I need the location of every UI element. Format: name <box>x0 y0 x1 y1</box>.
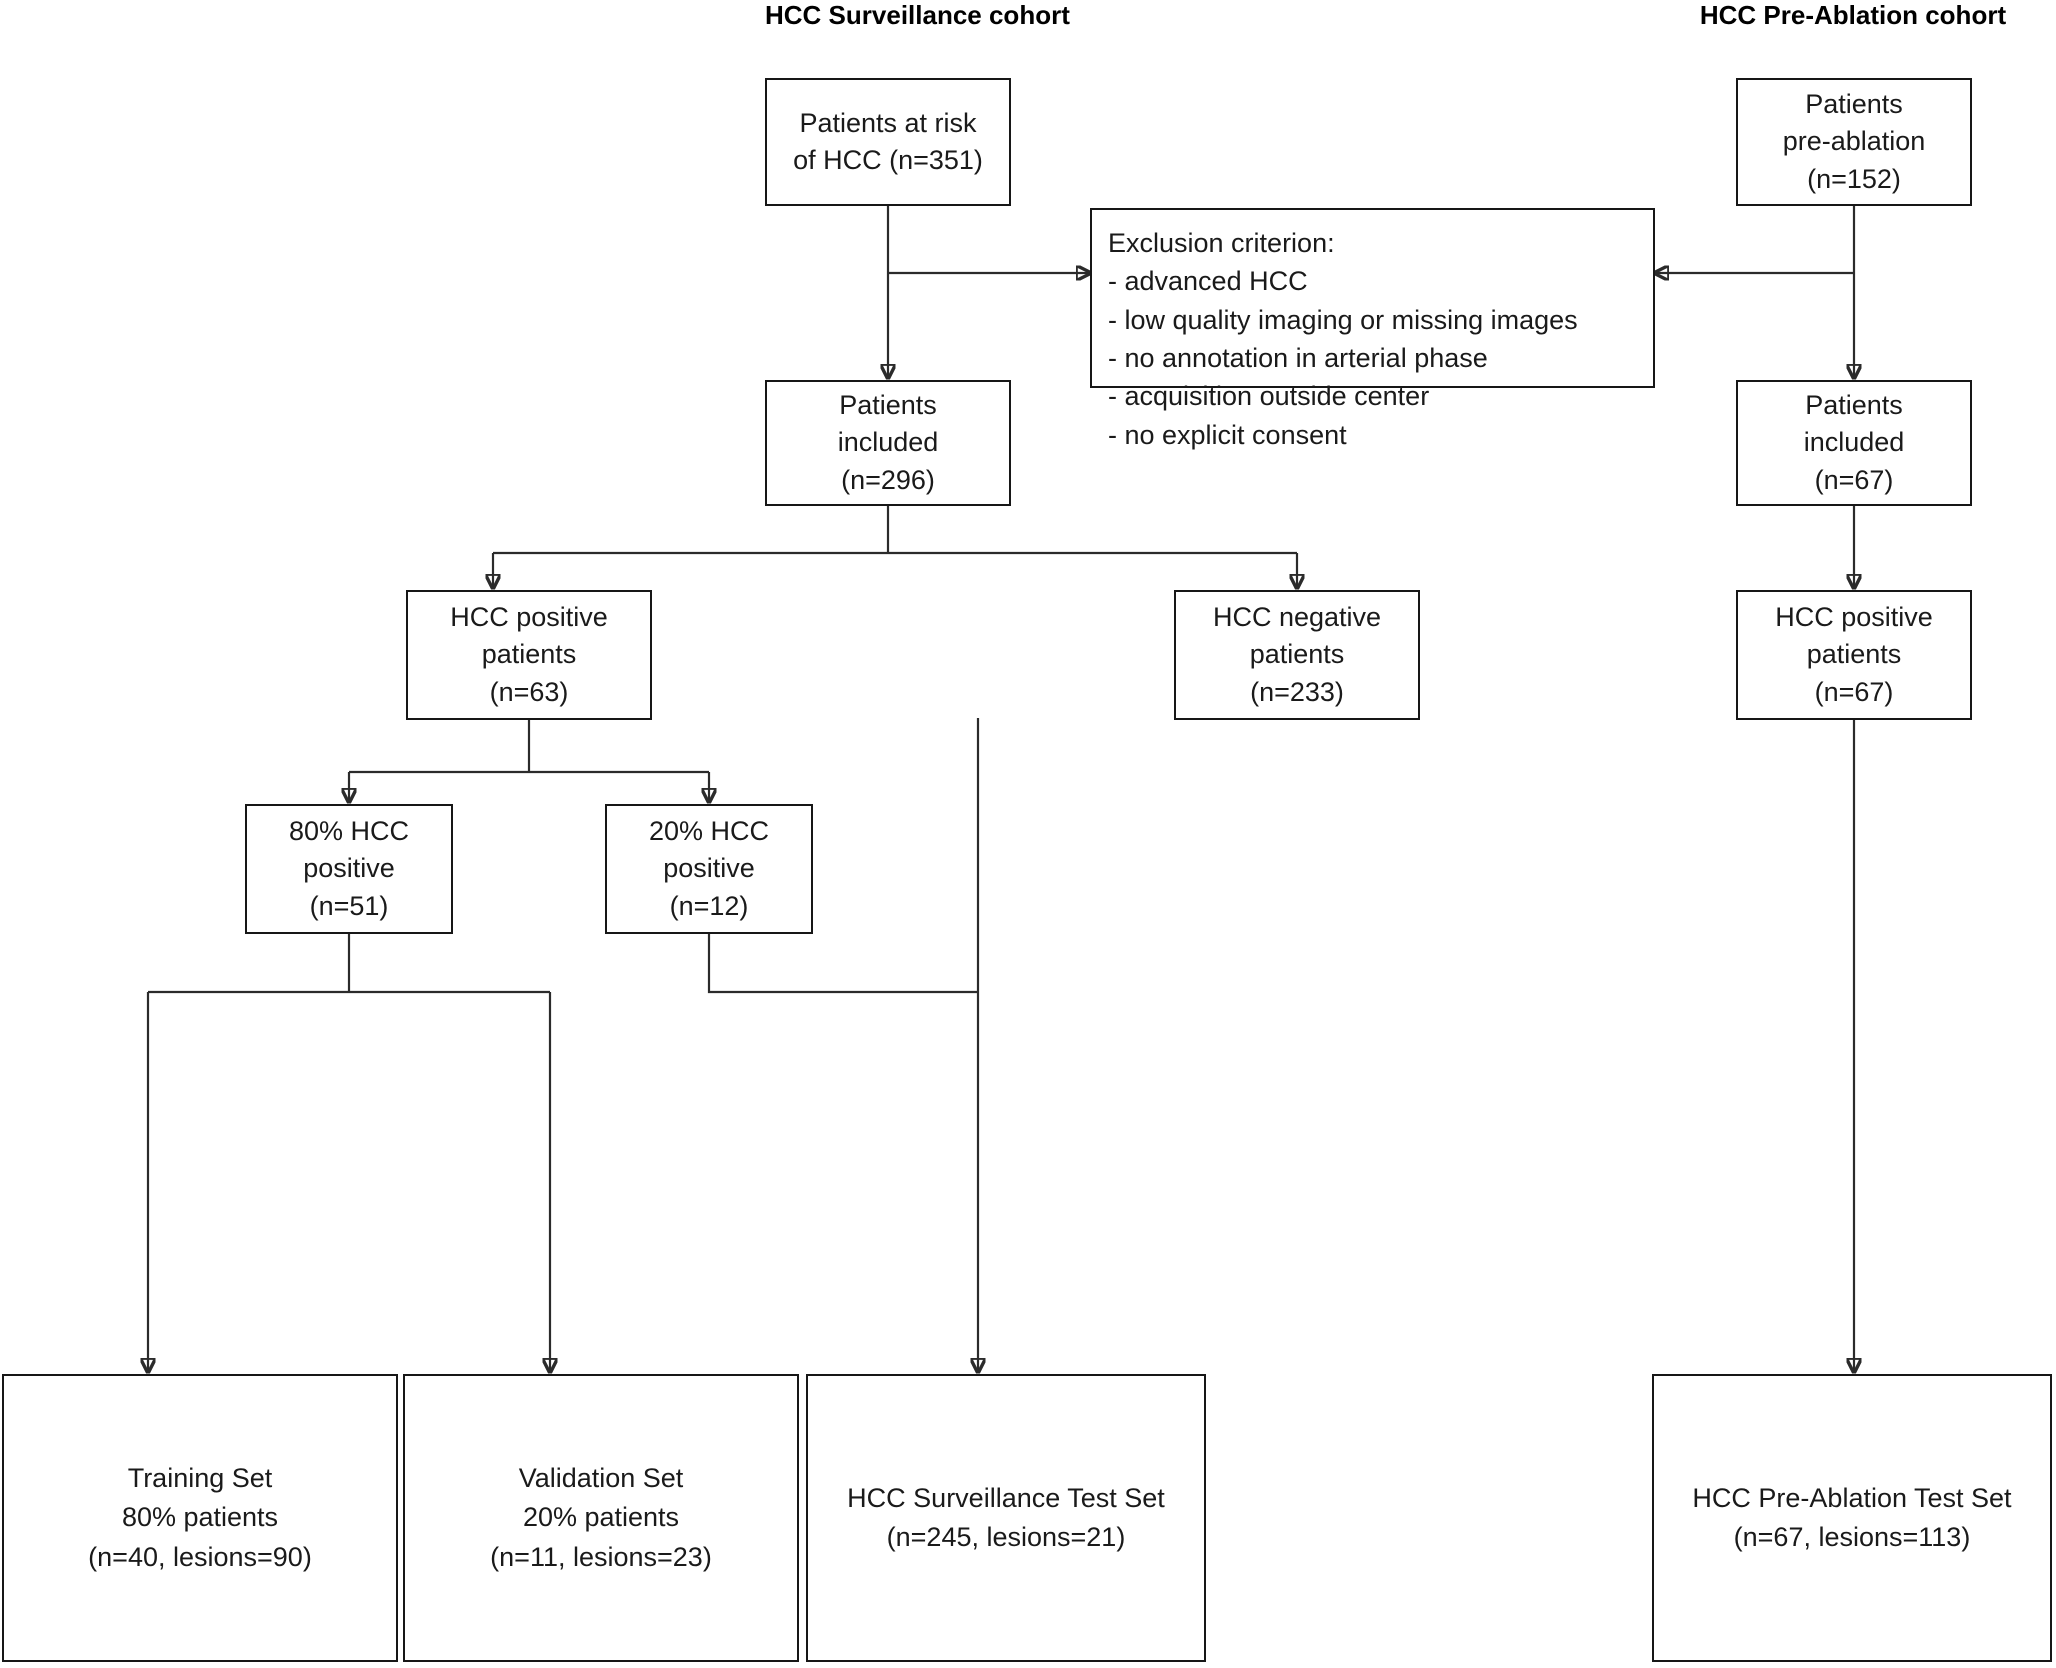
node-preablation-test-set: HCC Pre-Ablation Test Set (n=67, lesions… <box>1652 1374 2052 1662</box>
node-split-20-percent-label: 20% HCC positive (n=12) <box>648 816 770 921</box>
node-preablation-test-set-label: HCC Pre-Ablation Test Set (n=67, lesions… <box>1692 1482 2012 1552</box>
node-training-set: Training Set 80% patients (n=40, lesions… <box>2 1374 398 1662</box>
node-hcc-positive-surveillance: HCC positive patients (n=63) <box>406 590 652 720</box>
node-patients-at-risk: Patients at risk of HCC (n=351) <box>765 78 1011 206</box>
node-hcc-negative-surveillance-label: HCC negative patients (n=233) <box>1212 602 1382 707</box>
node-hcc-positive-preablation-label: HCC positive patients (n=67) <box>1775 602 1933 707</box>
node-patients-included-preablation-label: Patients included (n=67) <box>1803 390 1905 495</box>
node-split-20-percent: 20% HCC positive (n=12) <box>605 804 813 934</box>
edge-20-to-surveillance <box>707 932 978 994</box>
node-surveillance-test-set: HCC Surveillance Test Set (n=245, lesion… <box>806 1374 1206 1662</box>
cohort-title-preablation: HCC Pre-Ablation cohort <box>1699 0 2007 30</box>
node-patients-pre-ablation-label: Patients pre-ablation (n=152) <box>1782 89 1926 194</box>
node-training-set-label: Training Set 80% patients (n=40, lesions… <box>88 1463 312 1572</box>
cohort-title-surveillance: HCC Surveillance cohort <box>765 0 1070 30</box>
node-validation-set: Validation Set 20% patients (n=11, lesio… <box>403 1374 799 1662</box>
node-patients-at-risk-label: Patients at risk of HCC (n=351) <box>793 107 983 175</box>
node-patients-pre-ablation: Patients pre-ablation (n=152) <box>1736 78 1972 206</box>
node-surveillance-test-set-label: HCC Surveillance Test Set (n=245, lesion… <box>847 1482 1165 1552</box>
node-split-80-percent-label: 80% HCC positive (n=51) <box>288 816 410 921</box>
node-exclusion-criterion-label: Exclusion criterion: - advanced HCC - lo… <box>1108 228 1578 450</box>
node-patients-included-surveillance: Patients included (n=296) <box>765 380 1011 506</box>
node-hcc-positive-preablation: HCC positive patients (n=67) <box>1736 590 1972 720</box>
node-hcc-positive-surveillance-label: HCC positive patients (n=63) <box>450 602 608 707</box>
node-split-80-percent: 80% HCC positive (n=51) <box>245 804 453 934</box>
node-validation-set-label: Validation Set 20% patients (n=11, lesio… <box>490 1463 712 1572</box>
node-hcc-negative-surveillance: HCC negative patients (n=233) <box>1174 590 1420 720</box>
node-patients-included-preablation: Patients included (n=67) <box>1736 380 1972 506</box>
node-patients-included-surveillance-label: Patients included (n=296) <box>837 390 939 495</box>
node-exclusion-criterion: Exclusion criterion: - advanced HCC - lo… <box>1090 208 1655 450</box>
